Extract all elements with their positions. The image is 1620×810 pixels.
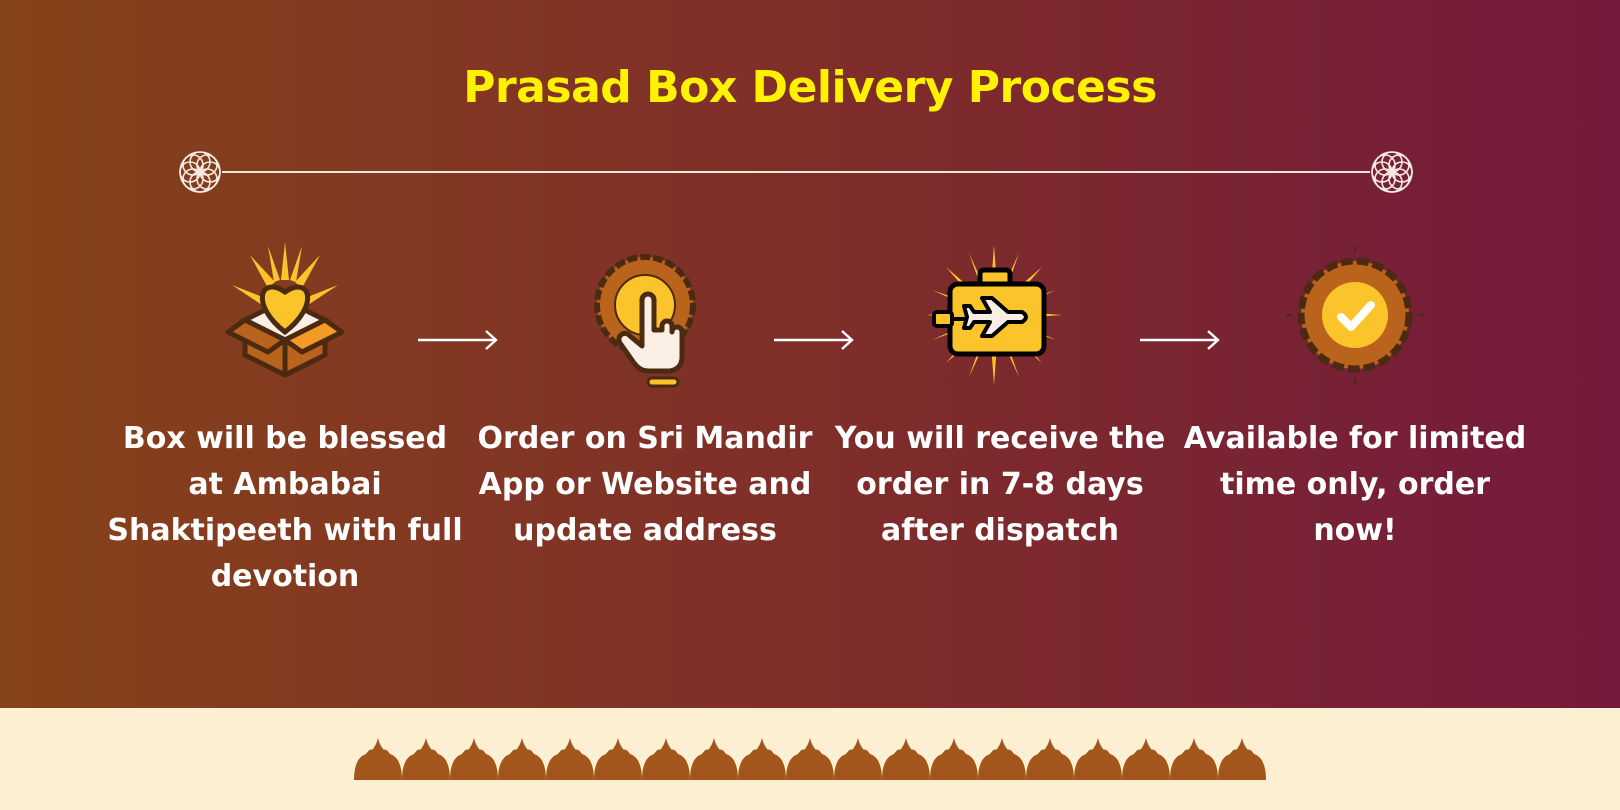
dome-shape [642,738,690,780]
dome-shape [1074,738,1122,780]
suitcase-plane-icon [926,245,1062,385]
badge-check-icon [1286,246,1424,384]
dome-shape [402,738,450,780]
dome-shape [1218,738,1266,780]
dome-shape [834,738,882,780]
dome-shape [882,738,930,780]
dome-shape [594,738,642,780]
arrow-right-icon [418,330,498,350]
arrow-right-icon [1140,330,1220,350]
dome-shape [1026,738,1074,780]
tap-hand-icon [594,254,696,388]
dome-shape [1122,738,1170,780]
rosette-ornament-icon [179,151,221,193]
dome-shape [978,738,1026,780]
rosette-ornament-icon [1371,151,1413,193]
dome-shape [354,738,402,780]
dome-shape [690,738,738,780]
arrow-right-icon [774,330,854,350]
banner-background: Prasad Box Delivery Process Box wi [0,0,1620,708]
step-3-text: You will receive the order in 7-8 days a… [834,421,1166,548]
dome-shape [498,738,546,780]
step-4-text: Available for limited time only, order n… [1183,421,1527,548]
page-title: Prasad Box Delivery Process [463,62,1157,113]
dome-shape [930,738,978,780]
dome-shape [546,738,594,780]
divider-line [222,171,1370,173]
dome-shape [1170,738,1218,780]
dome-shape [450,738,498,780]
dome-shape [786,738,834,780]
footer-band [0,708,1620,810]
step-2-text: Order on Sri Mandir App or Website and u… [477,421,813,548]
gift-box-heart-icon [225,242,345,378]
dome-border-ornament [354,738,1266,780]
step-1-text: Box will be blessed at Ambabai Shaktipee… [107,421,463,594]
dome-shape [738,738,786,780]
